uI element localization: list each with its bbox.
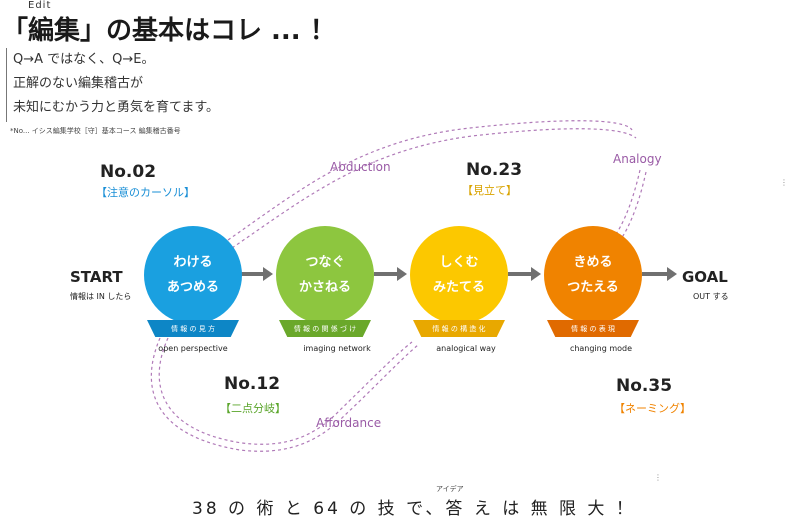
footnote: *No... イシス編集学校［守］基本コース 編集稽古番号 [10, 127, 181, 135]
step-4-line-1: きめる [573, 255, 613, 270]
arrow-4-goal-shaft [642, 272, 668, 276]
step-3-line-1: しくむ [439, 255, 479, 270]
goal-label: GOAL [682, 268, 728, 286]
step-4-caption: changing mode [569, 344, 633, 353]
decorative-dots-bottom: ⋮ [654, 473, 662, 482]
step-2-line-1: つなぐ [305, 255, 345, 270]
affordance-curve-inner [158, 337, 413, 445]
intro-block: Q→A ではなく、Q→E。 正解のない編集稽古が 未知にむかう力と勇気を育てます… [6, 48, 273, 122]
step-4-number: No.35 [616, 376, 673, 396]
title-ruby: Edit [28, 0, 52, 11]
analogy-label: Analogy [613, 152, 662, 166]
analogy-curve-inner [609, 171, 647, 253]
step-4-name: 【ネーミング】 [614, 402, 691, 415]
step-1-name: 【注意のカーソル】 [96, 186, 195, 199]
step-2-name: 【二点分岐】 [220, 402, 286, 415]
abduction-curve [227, 120, 633, 241]
affordance-label: Affordance [316, 416, 382, 430]
intro-line-1: Q→A ではなく、Q→E。 [13, 52, 155, 67]
step-2-line-2: かさねる [298, 280, 351, 295]
start-sub: 情報は IN したら [70, 292, 132, 301]
step-4-banner: 情 報 の 表 現 [547, 320, 639, 337]
arrow-4-goal-head [667, 267, 677, 281]
start-label: START [70, 268, 123, 286]
footer-slogan: 38 の 術 と 64 の 技 で、答 え は 無 限 大 ！ [192, 499, 636, 519]
step-3-caption: analogical way [436, 344, 496, 353]
abduction-curve-inner [231, 128, 637, 249]
footer-ruby: アイデア [436, 485, 464, 493]
affordance-curve [150, 337, 419, 452]
arrow-3-4-shaft [508, 272, 532, 276]
step-3-banner: 情 報 の 構 造 化 [413, 320, 505, 337]
arrow-1-2-head [263, 267, 273, 281]
intro-line-2: 正解のない編集稽古が [13, 76, 144, 91]
step-2-banner: 情 報 の 関 係 づ け [279, 320, 371, 337]
step-2-circle: つなぐ かさねる [276, 226, 374, 324]
step-4-circle: きめる つたえる [544, 226, 642, 324]
step-1-number: No.02 [100, 162, 157, 182]
decorative-dots-right: ⋮ [780, 178, 788, 187]
step-3-line-2: みたてる [432, 280, 485, 295]
step-3-number: No.23 [466, 160, 523, 180]
step-3-circle: しくむ みたてる [410, 226, 508, 324]
step-4-line-2: つたえる [567, 280, 619, 295]
goal-sub: OUT する [693, 292, 729, 301]
step-1-caption: open perspective [158, 344, 228, 353]
step-1-circle: わける あつめる [144, 226, 242, 324]
step-1-line-1: わける [173, 255, 213, 270]
arrow-2-3-head [397, 267, 407, 281]
arrow-1-2-shaft [240, 272, 264, 276]
arrow-3-4-head [531, 267, 541, 281]
step-1-line-2: あつめる [166, 280, 219, 295]
page-title: 「編集」の基本はコレ ... ！ [2, 16, 336, 46]
step-3-name: 【見立て】 [462, 184, 517, 197]
abduction-label: Abduction [330, 160, 391, 174]
step-2-caption: imaging network [303, 344, 371, 353]
intro-line-3: 未知にむかう力と勇気を育てます。 [13, 100, 220, 115]
step-1-banner: 情 報 の 見 方 [147, 320, 239, 337]
arrow-2-3-shaft [374, 272, 398, 276]
step-2-number: No.12 [224, 374, 281, 394]
